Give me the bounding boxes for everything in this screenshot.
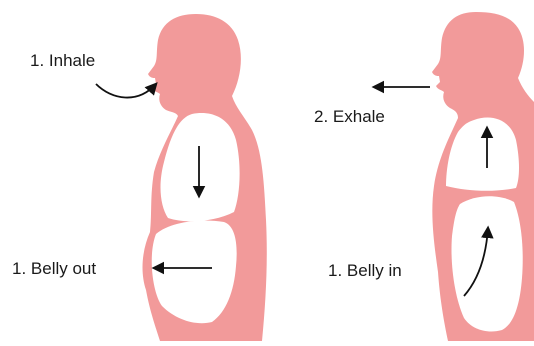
inhale-belly-cavity [152, 221, 237, 324]
inhale-curve-arrow [96, 84, 156, 98]
label-belly-in: 1. Belly in [328, 261, 402, 280]
label-inhale: 1. Inhale [30, 51, 95, 70]
label-exhale: 2. Exhale [314, 107, 385, 126]
label-belly-out: 1. Belly out [12, 259, 96, 278]
exhale-belly-cavity [452, 196, 523, 331]
inhale-figure: 1. Inhale 1. Belly out [12, 14, 267, 341]
exhale-figure: 2. Exhale 1. Belly in [314, 12, 534, 341]
